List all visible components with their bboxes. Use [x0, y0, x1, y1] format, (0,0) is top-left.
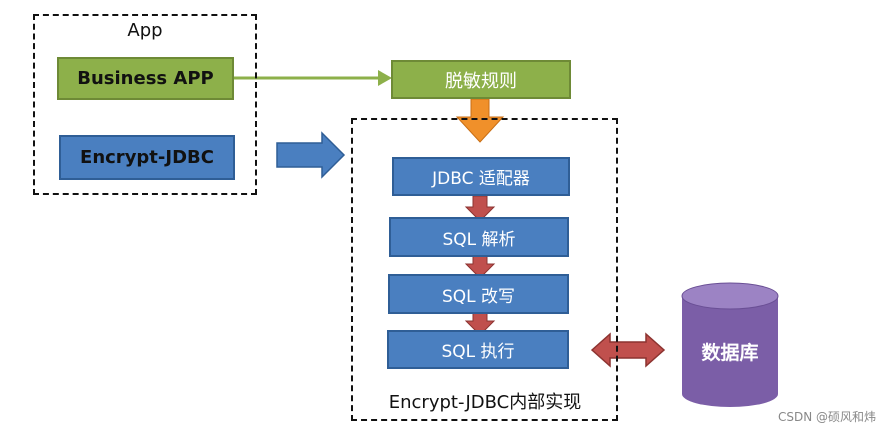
green-arrowhead [378, 70, 392, 86]
red-down-arrow-1 [464, 195, 496, 222]
blue-block-arrow [276, 131, 346, 179]
watermark: CSDN @硕风和炜 [777, 410, 876, 424]
business-app-box: Business APP [57, 57, 234, 100]
red-double-arrow [590, 332, 666, 368]
app-group-label: App [127, 20, 163, 41]
orange-down-arrow [455, 98, 505, 143]
masking-rule-box: 脱敏规则 [391, 60, 571, 99]
database-cylinder [681, 282, 779, 407]
step-sql-parse: SQL 解析 [389, 217, 569, 257]
app-group [33, 14, 257, 195]
database-label: 数据库 [701, 342, 759, 364]
step-sql-rewrite: SQL 改写 [388, 274, 569, 314]
pipeline-container [351, 118, 618, 421]
pipeline-container-label: Encrypt-JDBC内部实现 [388, 392, 582, 413]
step-jdbc-adapter: JDBC 适配器 [392, 157, 570, 196]
step-sql-execute: SQL 执行 [387, 330, 569, 369]
encrypt-jdbc-box: Encrypt-JDBC [59, 135, 235, 180]
